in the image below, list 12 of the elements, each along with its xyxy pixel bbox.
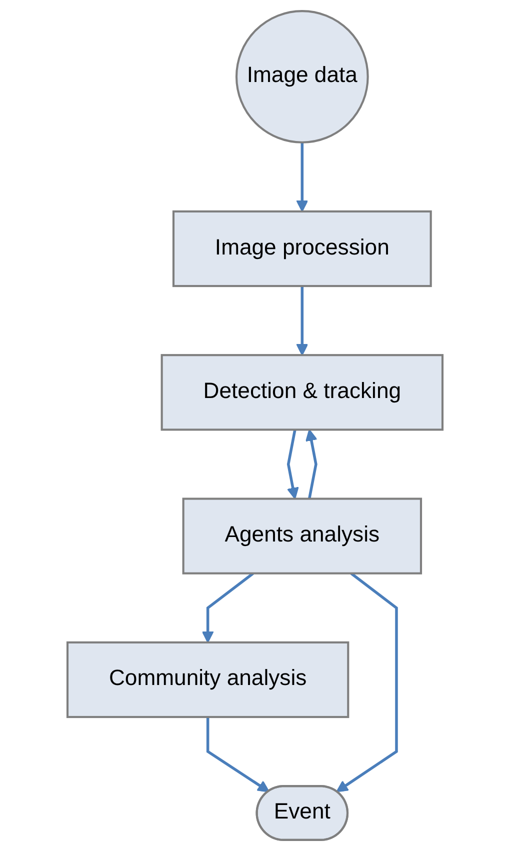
arrow (296, 142, 308, 212)
node-box: Detection & tracking (160, 354, 444, 431)
arrow (336, 572, 398, 792)
arrow (202, 572, 254, 643)
arrow (305, 429, 318, 500)
node-box: Community analysis (66, 641, 350, 718)
arrow (206, 717, 270, 792)
node-box: Agents analysis (182, 498, 422, 574)
node-circle: Image data (235, 10, 369, 144)
arrow (296, 286, 308, 356)
node-box: Image procession (172, 210, 432, 288)
arrow (286, 429, 299, 500)
